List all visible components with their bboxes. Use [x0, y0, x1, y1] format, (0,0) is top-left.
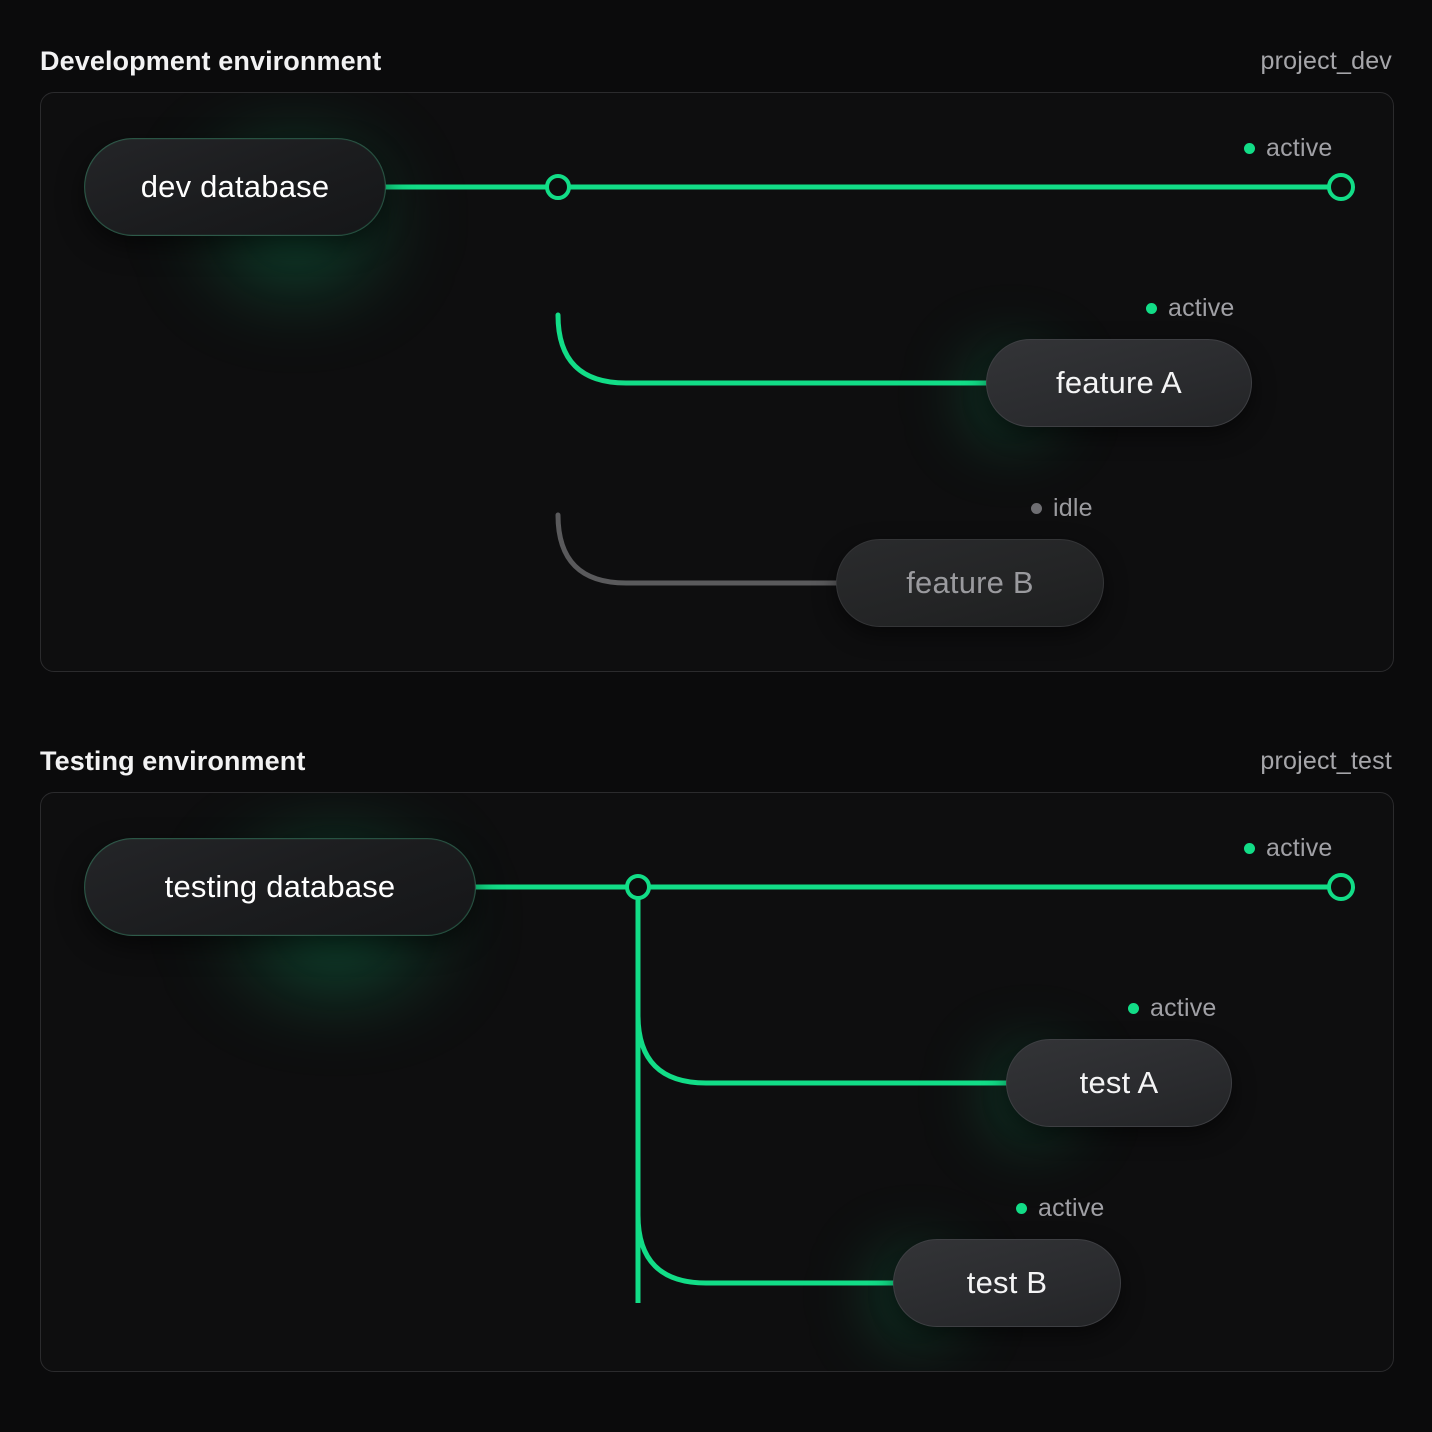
- edge-layer-testing: [473, 884, 1344, 1303]
- node-feature-a[interactable]: feature A: [986, 339, 1252, 427]
- endpoint-node-dev[interactable]: [1327, 173, 1355, 201]
- status-dot-icon: [1128, 1003, 1139, 1014]
- panel-testing: active testing database active test A: [40, 792, 1394, 1372]
- edge-branch-test-a: [635, 1012, 1012, 1086]
- section-header-testing: Testing environment project_test: [40, 730, 1392, 792]
- status-test-main-endpoint: active: [1244, 834, 1333, 863]
- status-dot-icon: [1016, 1203, 1027, 1214]
- node-label: test B: [966, 1265, 1048, 1300]
- section-title-development: Development environment: [40, 45, 382, 76]
- section-testing-environment: Testing environment project_test: [40, 730, 1394, 1372]
- junction-node-dev[interactable]: [545, 174, 571, 200]
- status-dot-icon: [1031, 503, 1042, 514]
- section-development-environment: Development environment project_dev: [40, 30, 1394, 672]
- section-header-development: Development environment project_dev: [40, 30, 1392, 92]
- status-label: active: [1168, 294, 1235, 322]
- status-test-b: active: [1016, 1194, 1105, 1223]
- status-dev-main-endpoint: active: [1244, 134, 1333, 163]
- node-label: dev database: [140, 169, 330, 204]
- status-feature-b: idle: [1031, 494, 1093, 523]
- node-label: testing database: [164, 869, 396, 904]
- status-test-a: active: [1128, 994, 1217, 1023]
- section-project-label-testing: project_test: [1260, 746, 1392, 775]
- edge-layer-development: [382, 184, 1344, 586]
- node-dev-database[interactable]: dev database: [84, 138, 386, 236]
- status-dot-icon: [1146, 303, 1157, 314]
- status-dot-icon: [1244, 843, 1255, 854]
- endpoint-node-test[interactable]: [1327, 873, 1355, 901]
- node-label: test A: [1079, 1065, 1159, 1100]
- section-title-testing: Testing environment: [40, 745, 306, 776]
- node-test-a[interactable]: test A: [1006, 1039, 1232, 1127]
- status-feature-a: active: [1146, 294, 1235, 323]
- node-feature-b[interactable]: feature B: [836, 539, 1104, 627]
- status-label: active: [1150, 994, 1217, 1022]
- node-test-b[interactable]: test B: [893, 1239, 1121, 1327]
- junction-node-test[interactable]: [625, 874, 651, 900]
- section-project-label-development: project_dev: [1260, 46, 1392, 75]
- panel-development: active dev database active feature A: [40, 92, 1394, 672]
- node-testing-database[interactable]: testing database: [84, 838, 476, 936]
- status-dot-icon: [1244, 143, 1255, 154]
- edge-branch-test-b: [635, 1212, 899, 1286]
- node-label: feature A: [1056, 365, 1182, 400]
- status-label: active: [1038, 1194, 1105, 1222]
- status-label: idle: [1053, 494, 1093, 522]
- node-label: feature B: [906, 565, 1034, 600]
- status-label: active: [1266, 834, 1333, 862]
- edge-branch-feature-a: [555, 312, 992, 386]
- status-label: active: [1266, 134, 1333, 162]
- edge-branch-feature-b: [555, 512, 842, 586]
